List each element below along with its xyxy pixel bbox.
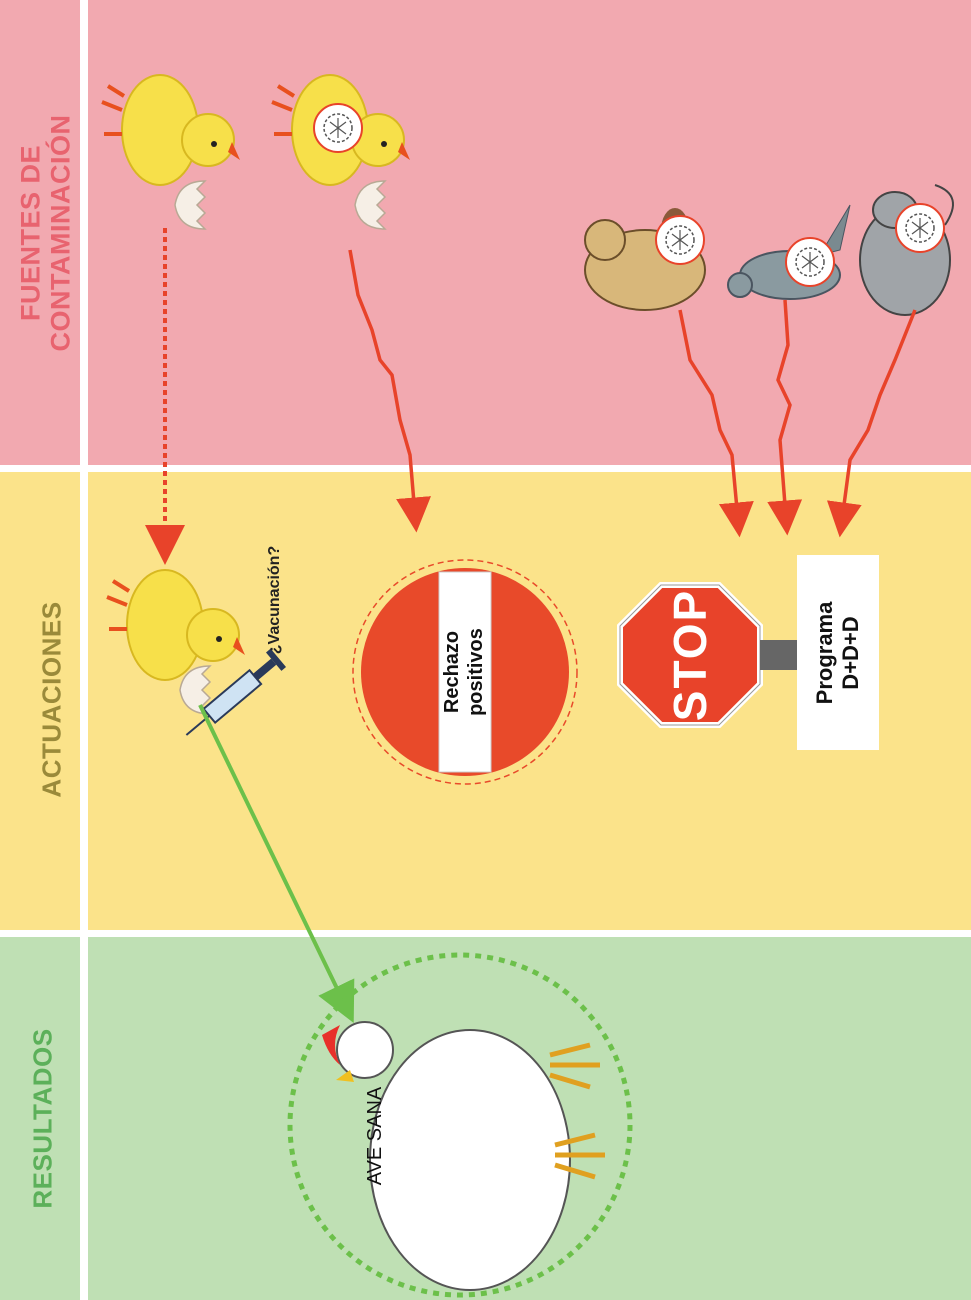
header-divider [80, 0, 88, 1300]
vaccination-label: ¿Vacunación? [266, 545, 283, 655]
program-label: Programa D+D+D [812, 593, 864, 713]
program-line-1: Programa [812, 601, 837, 705]
infection-arrow-pigeon [767, 299, 803, 536]
eggshell-2 [354, 180, 386, 230]
program-line-2: D+D+D [838, 616, 863, 690]
chick-vaccinated [105, 568, 247, 682]
healthy-bird-label: AVE SANA [364, 1086, 386, 1186]
eggshell-1 [174, 180, 206, 230]
reject-sign-line-1: Rechazo [441, 630, 463, 714]
virus-icon-pigeon [785, 237, 835, 287]
syringe-icon [185, 648, 287, 736]
reject-sign [352, 559, 578, 785]
actions-header: ACTUACIONES [28, 472, 76, 927]
section-divider-2 [0, 930, 971, 937]
stop-sign-label: STOP [664, 588, 716, 722]
hen-icon [322, 1021, 605, 1291]
stop-sign [617, 582, 763, 728]
infection-arrow-dog [678, 309, 754, 538]
stop-sign-pole [760, 640, 798, 670]
infection-arrow-chick [348, 249, 431, 533]
result-arrow [198, 704, 355, 1024]
mouse-icon [859, 184, 954, 316]
infection-arrow-mouse [826, 309, 917, 538]
virus-icon-dog [655, 215, 705, 265]
section-divider-1 [0, 465, 971, 472]
program-box [797, 555, 879, 750]
virus-icon-mouse [895, 203, 945, 253]
virus-icon [313, 103, 363, 153]
healthy-bird-circle [287, 952, 633, 1298]
reject-sign-line-2: positivos [465, 628, 487, 716]
chick-clean [100, 73, 242, 187]
reject-sign-label: Rechazo positivos [440, 602, 490, 742]
